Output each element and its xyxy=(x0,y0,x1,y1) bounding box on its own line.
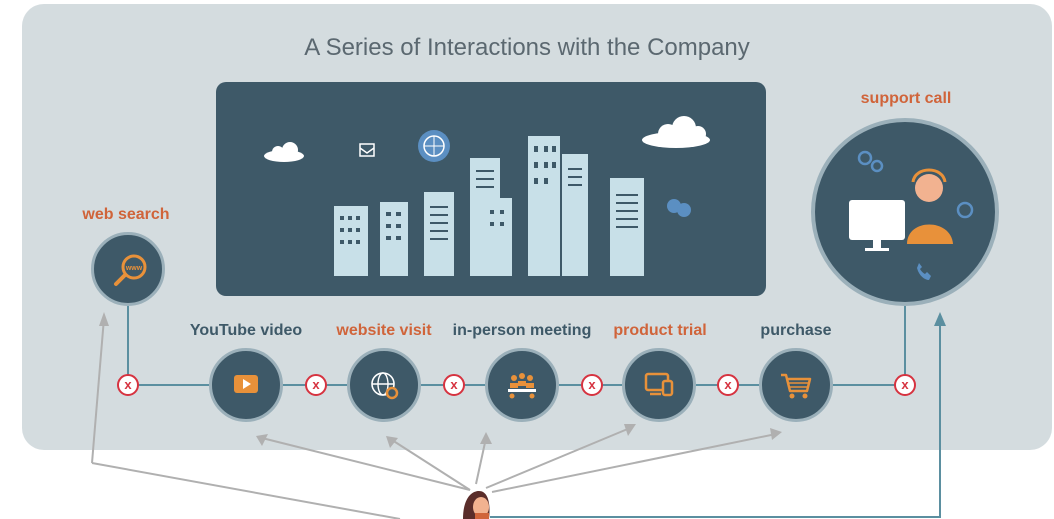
break-marker: x xyxy=(717,374,739,396)
break-marker: x xyxy=(117,374,139,396)
city-skyline-icon xyxy=(264,116,710,276)
meeting-people-icon xyxy=(508,373,536,399)
globe-gear-icon xyxy=(371,372,399,400)
city-skyline-illustration xyxy=(216,82,766,296)
break-marker: x xyxy=(894,374,916,396)
node-web-search[interactable]: www xyxy=(91,232,165,306)
break-marker: x xyxy=(443,374,465,396)
label-youtube-video: YouTube video xyxy=(189,322,303,339)
break-marker: x xyxy=(581,374,603,396)
label-support-call: support call xyxy=(860,90,952,107)
node-product-trial[interactable] xyxy=(622,348,696,422)
node-support-call[interactable] xyxy=(811,118,999,306)
label-website-visit: website visit xyxy=(336,322,432,339)
diagram-title: A Series of Interactions with the Compan… xyxy=(304,34,750,61)
magnifier-www-icon: www xyxy=(114,254,147,286)
label-web-search: web search xyxy=(82,206,170,223)
play-icon xyxy=(234,375,258,393)
node-purchase[interactable] xyxy=(759,348,833,422)
devices-icon xyxy=(644,372,674,397)
node-in-person-meeting[interactable] xyxy=(485,348,559,422)
customer-person-icon xyxy=(463,491,490,519)
label-in-person-meeting: in-person meeting xyxy=(452,322,592,339)
label-product-trial: product trial xyxy=(613,322,707,339)
label-purchase: purchase xyxy=(760,322,832,339)
node-website-visit[interactable] xyxy=(347,348,421,422)
support-agent-icon xyxy=(849,150,974,280)
node-youtube-video[interactable] xyxy=(209,348,283,422)
cart-icon xyxy=(781,373,812,399)
break-marker: x xyxy=(305,374,327,396)
svg-text:www: www xyxy=(125,265,143,272)
